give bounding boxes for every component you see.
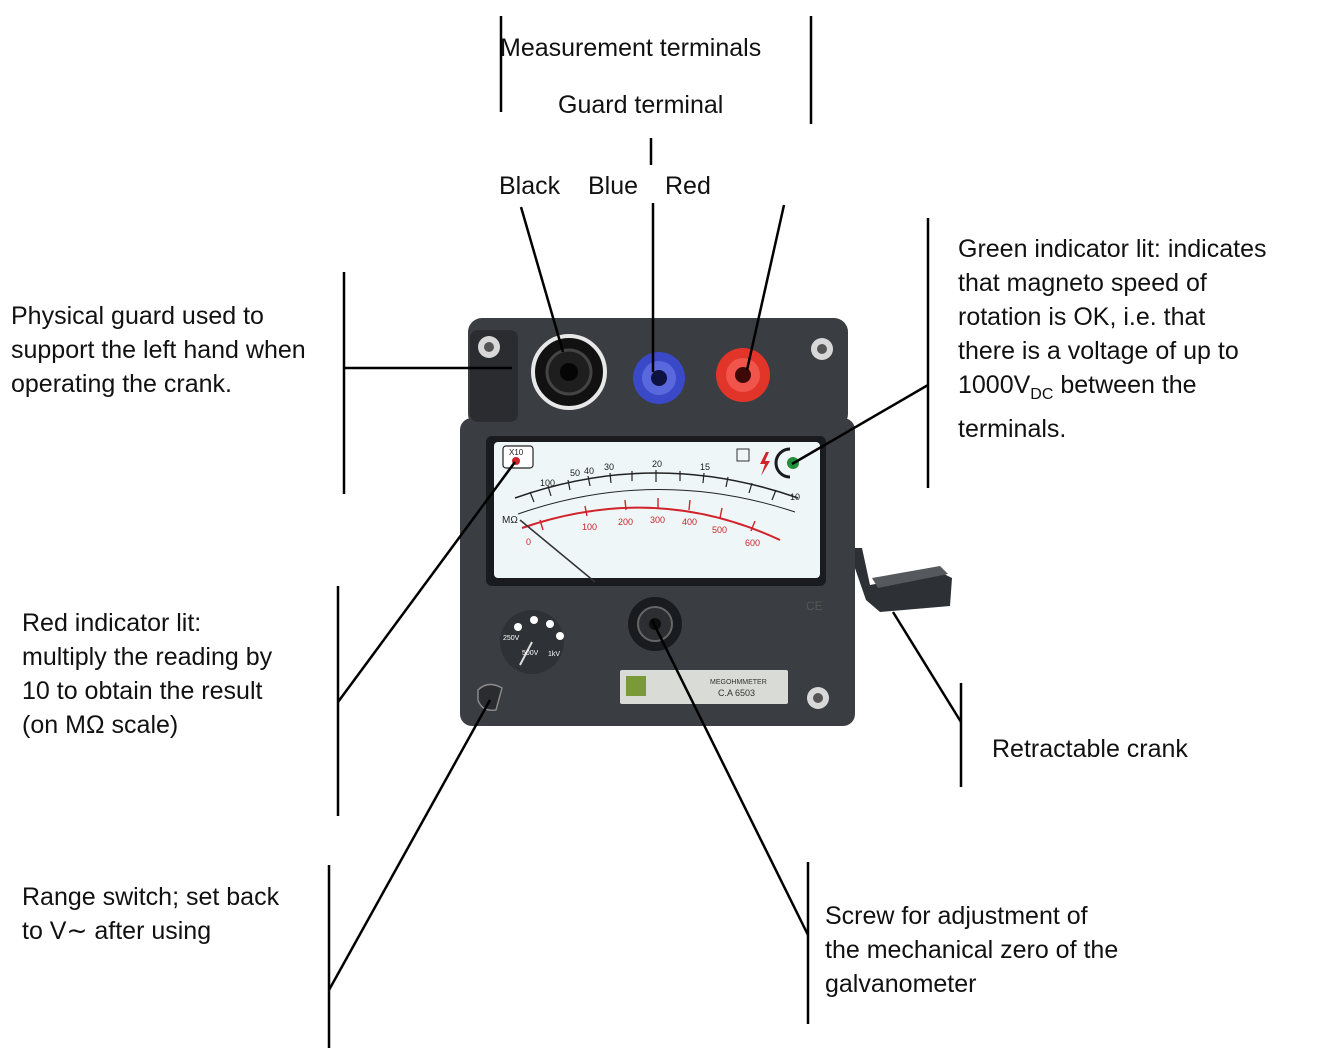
label-green-line3: rotation is OK, i.e. that xyxy=(958,303,1206,331)
svg-text:20: 20 xyxy=(652,459,662,469)
leader-green-indicator xyxy=(791,383,929,466)
leader-red xyxy=(745,204,786,371)
svg-text:400: 400 xyxy=(682,517,697,527)
svg-text:300: 300 xyxy=(650,515,665,525)
svg-text:30: 30 xyxy=(604,462,614,472)
label-physical-guard-line3: operating the crank. xyxy=(11,370,232,398)
label-red: Red xyxy=(665,172,711,200)
svg-text:200: 200 xyxy=(618,517,633,527)
label-physical-guard-line2: support the left hand when xyxy=(11,336,306,364)
mohm-scale-label: MΩ xyxy=(502,515,518,526)
label-red-line3: 10 to obtain the result xyxy=(22,677,263,705)
label-green-between: between the xyxy=(1053,371,1197,399)
label-physical-guard: Physical guard used to support the left … xyxy=(11,299,306,401)
svg-text:600: 600 xyxy=(745,538,760,548)
svg-text:100: 100 xyxy=(540,478,555,488)
label-green-line1: Green indicator lit: indicates xyxy=(958,235,1267,263)
range-switch: 250V 500V 1kV xyxy=(500,610,564,674)
svg-text:50: 50 xyxy=(570,468,580,478)
screw-bottom-right xyxy=(807,687,829,709)
svg-text:15: 15 xyxy=(700,462,710,472)
terminal-red xyxy=(716,348,770,402)
svg-text:250V: 250V xyxy=(503,635,520,642)
label-red-indicator: Red indicator lit: multiply the reading … xyxy=(22,606,272,742)
label-green-line2: that magneto speed of xyxy=(958,269,1207,297)
label-retractable-crank: Retractable crank xyxy=(992,735,1188,763)
screw-top-left xyxy=(478,336,500,358)
leader-black xyxy=(519,206,565,353)
label-black: Black xyxy=(499,172,561,200)
label-screw-line1: Screw for adjustment of xyxy=(825,902,1088,930)
label-screw-line3: galvanometer xyxy=(825,970,977,998)
label-green-line5: 1000VDC between the xyxy=(958,368,1266,412)
screw-top-right xyxy=(811,338,833,360)
label-green-line6: terminals. xyxy=(958,415,1067,443)
svg-text:10: 10 xyxy=(790,492,800,502)
label-guard-terminal: Guard terminal xyxy=(558,91,724,119)
dial-face xyxy=(494,442,820,578)
label-range-line2: to V∼ after using xyxy=(22,917,212,945)
terminal-black xyxy=(531,334,607,410)
svg-text:1kV: 1kV xyxy=(548,651,560,658)
ce-mark: CE xyxy=(806,599,823,613)
galvanometer-needle xyxy=(519,519,596,583)
label-range-switch: Range switch; set back to V∼ after using xyxy=(22,880,279,948)
leader-screw xyxy=(650,619,810,936)
label-screw-line2: the mechanical zero of the xyxy=(825,936,1119,964)
leader-retractable-crank xyxy=(891,611,963,723)
brand-plate: MEGOHMMETER C.A 6503 xyxy=(620,670,788,704)
label-red-line4: (on MΩ scale) xyxy=(22,711,179,739)
svg-text:500: 500 xyxy=(712,525,727,535)
label-green-line4: there is a voltage of up to xyxy=(958,337,1239,365)
svg-text:100: 100 xyxy=(582,522,597,532)
label-screw: Screw for adjustment of the mechanical z… xyxy=(825,899,1118,1001)
crank-handle xyxy=(848,548,952,612)
terminal-blue xyxy=(633,352,685,404)
range-switch-knob xyxy=(477,683,503,712)
label-green-dc: DC xyxy=(1030,386,1054,403)
label-physical-guard-line1: Physical guard used to xyxy=(11,302,264,330)
lightning-icon xyxy=(760,452,770,476)
label-green-indicator: Green indicator lit: indicates that magn… xyxy=(958,232,1266,446)
svg-text:40: 40 xyxy=(584,466,594,476)
svg-text:MEGOHMMETER: MEGOHMMETER xyxy=(710,679,767,686)
label-red-line1: Red indicator lit: xyxy=(22,609,202,637)
svg-text:C.A 6503: C.A 6503 xyxy=(718,688,755,698)
label-blue: Blue xyxy=(588,172,639,200)
label-range-line1: Range switch; set back xyxy=(22,883,280,911)
label-green-voltage: 1000V xyxy=(958,371,1031,399)
svg-text:0: 0 xyxy=(526,537,531,547)
leader-red-indicator xyxy=(336,461,517,703)
label-measurement-terminals: Measurement terminals xyxy=(500,34,762,62)
label-red-line2: multiply the reading by xyxy=(22,643,273,671)
svg-text:500V: 500V xyxy=(522,650,539,657)
svg-text:X10: X10 xyxy=(509,448,524,457)
leader-range-switch xyxy=(327,699,492,991)
